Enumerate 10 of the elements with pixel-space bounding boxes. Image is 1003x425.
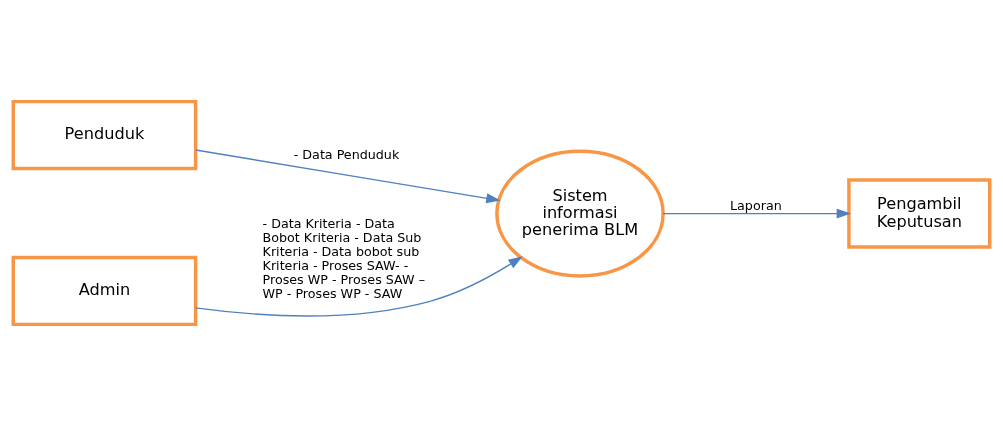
- node-box: Pengambil Keputusan: [847, 177, 992, 249]
- node-box: Admin: [11, 255, 198, 326]
- arrow: [662, 208, 851, 219]
- node-ellipse: Sistem informasi penerima BLM: [495, 149, 665, 278]
- edge-label: Laporan: [730, 197, 782, 213]
- arrow: [195, 255, 523, 317]
- edge-label: - Data Penduduk: [293, 146, 400, 162]
- edge-label: - Data Kriteria - Data Bobot Kriteria - Data Sub Kriteria - Data bobot sub Kriteria - Proses SAW- - Proses WP - Proses SAW – WP - Proses WP - SAW: [262, 215, 425, 301]
- node-box: Penduduk: [11, 99, 198, 170]
- arrow: [195, 148, 501, 203]
